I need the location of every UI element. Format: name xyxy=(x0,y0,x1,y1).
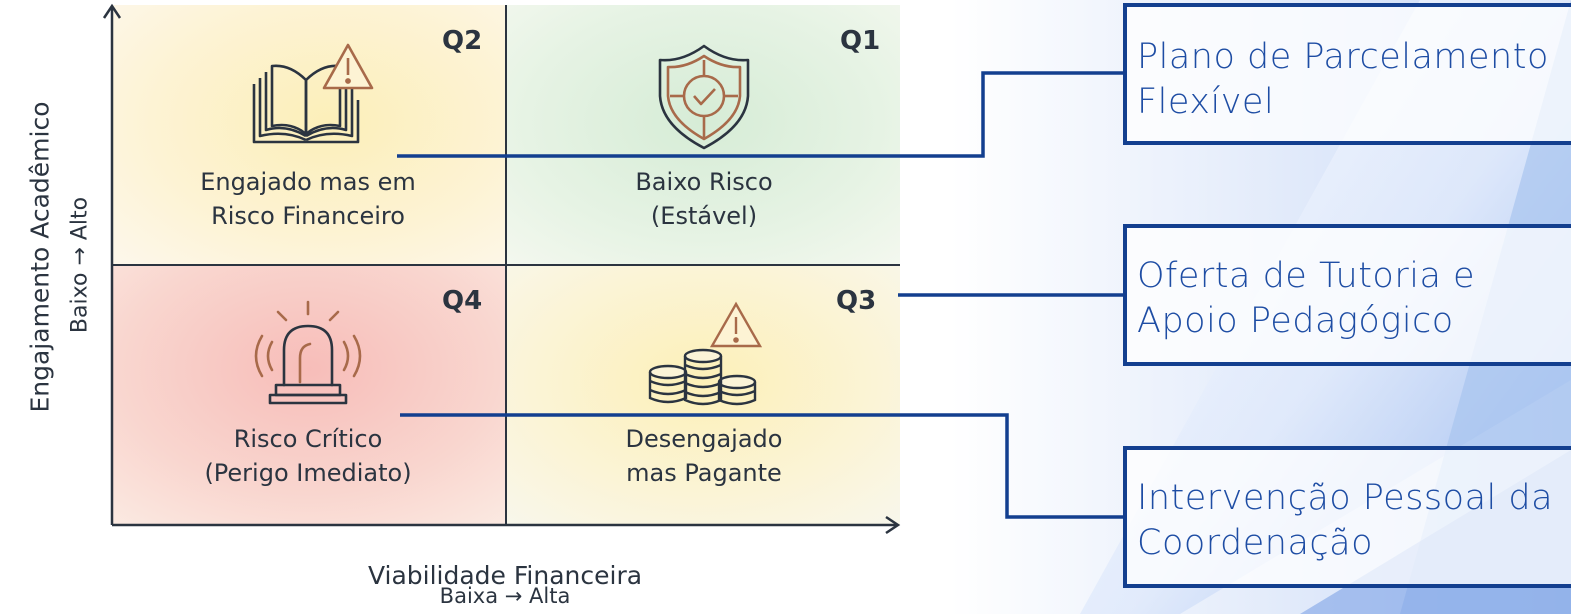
quadrant-q2-line2: Risco Financeiro xyxy=(211,202,405,230)
book-warning-icon xyxy=(252,43,374,144)
connector-q4-to-action-3 xyxy=(400,413,1125,519)
quadrant-q1-line1: Baixo Risco xyxy=(635,168,773,196)
x-axis-sublabel: Baixa → Alta xyxy=(439,584,571,608)
action-box-installment-plan: Plano de Parcelamento Flexível xyxy=(1123,3,1571,145)
quadrant-q3-line1: Desengajado xyxy=(625,425,783,453)
x-axis-arrow xyxy=(885,515,901,535)
quadrant-id-q2: Q2 xyxy=(442,26,483,56)
alarm-siren-icon xyxy=(254,300,362,405)
quadrant-q2-description: Engajado mas em Risco Financeiro xyxy=(168,165,448,233)
connector-q2-to-action-1 xyxy=(397,71,1125,158)
quadrant-id-q1: Q1 xyxy=(840,26,881,56)
y-axis-arrow xyxy=(102,3,122,19)
quadrant-q4-description: Risco Crítico (Perigo Imediato) xyxy=(168,422,448,490)
action-3-line1: Intervenção Pessoal da xyxy=(1137,478,1554,518)
action-1-line1: Plano de Parcelamento xyxy=(1137,37,1549,77)
x-axis-label: Viabilidade Financeira xyxy=(367,561,643,590)
quadrant-q1-description: Baixo Risco (Estável) xyxy=(564,165,844,233)
quadrant-q4-line2: (Perigo Imediato) xyxy=(204,459,412,487)
quadrant-id-q4: Q4 xyxy=(442,286,483,316)
shield-check-icon xyxy=(658,44,750,150)
action-3-line2: Coordenação xyxy=(1137,523,1374,563)
action-2-line2: Apoio Pedagógico xyxy=(1137,301,1454,341)
coins-warning-icon xyxy=(648,301,763,406)
action-1-line2: Flexível xyxy=(1137,82,1275,122)
quadrant-q3-line2: mas Pagante xyxy=(626,459,782,487)
quadrant-q1-line2: (Estável) xyxy=(650,202,758,230)
quadrant-q2-line1: Engajado mas em xyxy=(200,168,416,196)
action-box-coordination: Intervenção Pessoal da Coordenação xyxy=(1123,446,1571,588)
action-box-tutoring: Oferta de Tutoria e Apoio Pedagógico xyxy=(1123,224,1571,366)
action-2-line1: Oferta de Tutoria e xyxy=(1137,256,1476,296)
quadrant-q4-line1: Risco Crítico xyxy=(233,425,383,453)
quadrant-id-q3: Q3 xyxy=(836,286,877,316)
quadrant-q3-description: Desengajado mas Pagante xyxy=(564,422,844,490)
